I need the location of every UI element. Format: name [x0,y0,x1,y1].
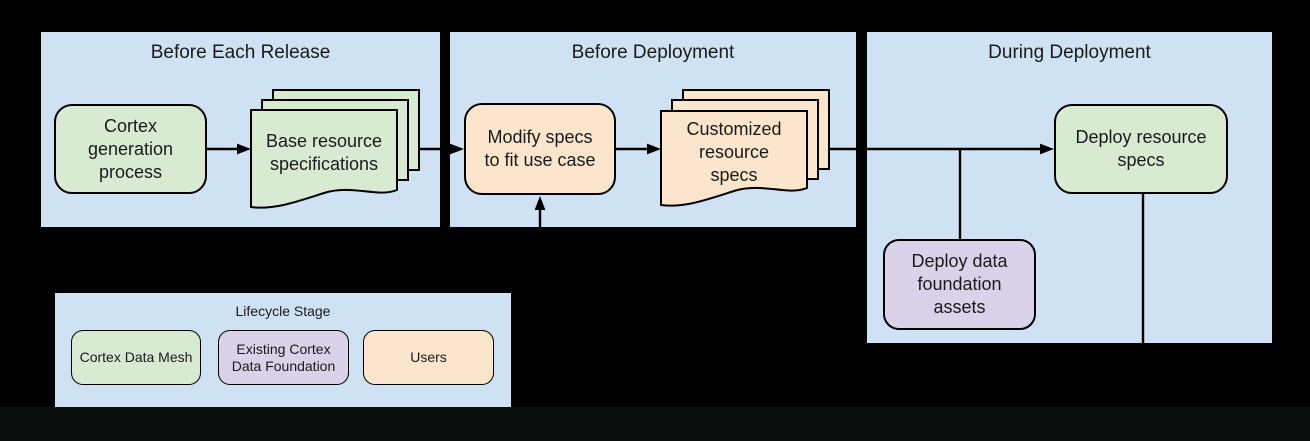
node-deploy-data-foundation-assets: Deploy data foundation assets [883,239,1036,330]
panel-title-before-each-release: Before Each Release [150,42,331,63]
node-cortex-generation-process: Cortex generation process [54,104,207,194]
legend-box: Lifecycle Stage Cortex Data Mesh Existin… [55,293,511,407]
legend-title: Lifecycle Stage [235,303,331,319]
panel-title-before-deployment: Before Deployment [571,42,735,63]
label-base-resource-specifications: Base resource specifications [265,131,383,174]
node-modify-specs-to-fit-use-case: Modify specs to fit use case [464,103,616,195]
bottom-strip [0,407,1310,441]
legend-item-users: Users [363,330,494,385]
node-deploy-resource-specs: Deploy resource specs [1054,104,1228,194]
legend-item-cortex-data-mesh: Cortex Data Mesh [71,330,201,385]
panel-title-during-deployment: During Deployment [988,42,1151,63]
label-customized-resource-specs: Customized resource specs [686,118,782,185]
legend-item-existing-cortex-data-foundation: Existing Cortex Data Foundation [218,330,349,385]
